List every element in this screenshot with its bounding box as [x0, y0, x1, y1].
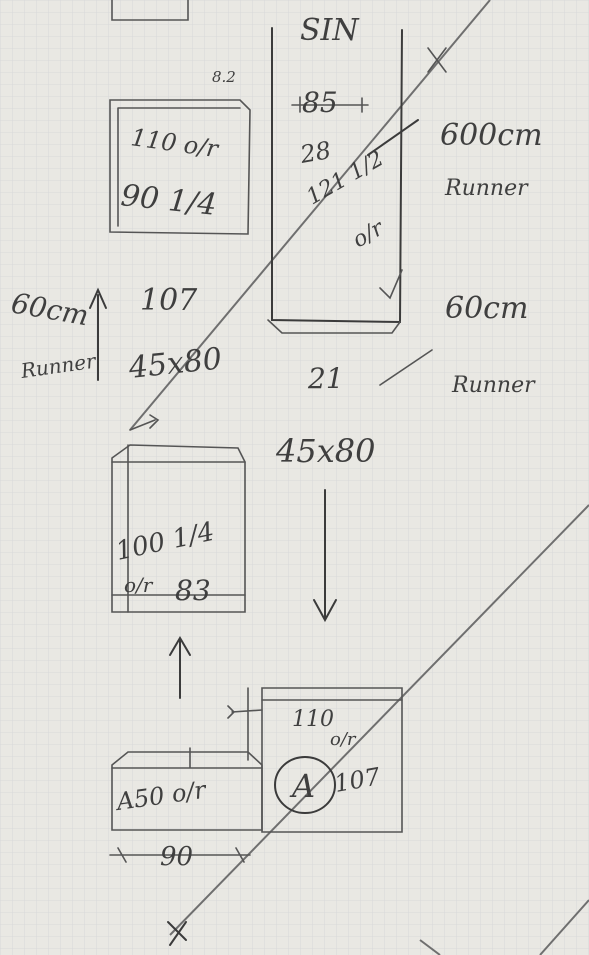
runner-1-word: Runner: [444, 176, 529, 201]
circle-a: [274, 756, 336, 814]
cabinet-4: [111, 751, 263, 831]
cab3-label-a: 110: [292, 707, 334, 732]
cabinet-2-inner: [111, 444, 246, 613]
arrow-down: [313, 489, 337, 623]
small-mark: 8.2: [212, 68, 236, 86]
diagonal-line-upper: [129, 0, 491, 431]
checkmark: [379, 269, 403, 300]
top-dim-label: 85: [302, 86, 338, 119]
cabinet-1-inner: [117, 107, 241, 227]
runner-2-word: Runner: [451, 373, 536, 398]
runner-pointer: [367, 119, 419, 156]
runner-line-2: [379, 349, 433, 386]
runner-2-length: 60cm: [445, 291, 528, 326]
small-arrow: [129, 414, 160, 431]
cabinet-3-guide: [227, 687, 263, 761]
dim-107-left: 107: [140, 283, 198, 318]
dim-90-line: [109, 847, 251, 863]
sink-column: [271, 27, 403, 324]
diagonal-line-corner: [539, 899, 589, 955]
col-label-a: 28: [297, 136, 333, 169]
cab2-label-b: o/r: [124, 573, 154, 597]
cabinet-4-inner: [111, 747, 263, 769]
sink-label: SIN: [300, 13, 360, 48]
bottom-dim-label: 90: [160, 842, 193, 872]
cross-mark-bottom: [167, 921, 187, 946]
top-box: [111, 0, 189, 21]
dim-85-line: [291, 96, 369, 113]
cross-mark-top: [427, 47, 447, 73]
arrow-up: [169, 636, 191, 699]
arrow-up-runner: [89, 287, 107, 381]
circle-a-label: A: [289, 767, 315, 805]
sink-column-base: [267, 319, 401, 334]
diagonal-line-lower: [169, 504, 589, 936]
dim-21: 21: [307, 362, 344, 395]
diagonal-line-tick: [419, 939, 441, 955]
cab2-label-c: 83: [175, 574, 211, 607]
cabinet-1: [109, 99, 251, 235]
runner-1-length: 600cm: [440, 118, 543, 153]
dim-45x80-right: 45x80: [275, 432, 375, 470]
cab3-label-b: o/r: [330, 729, 357, 750]
